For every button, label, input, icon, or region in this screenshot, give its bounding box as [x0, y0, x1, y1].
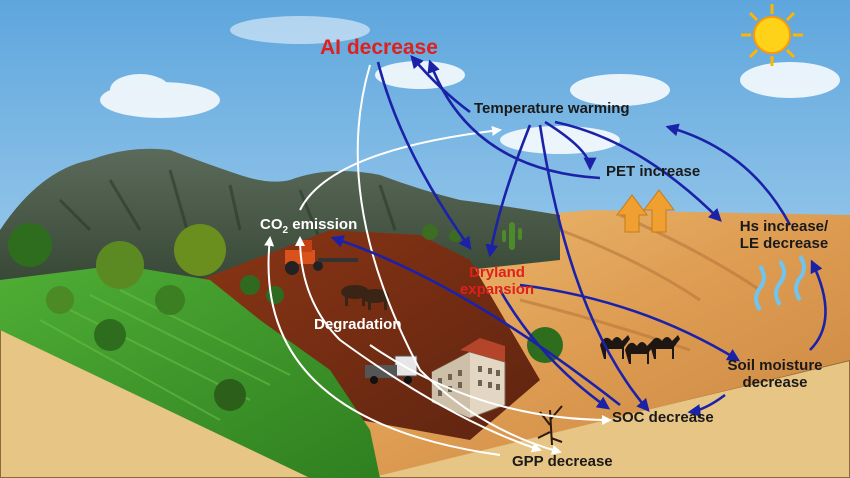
dead-tree-icon: [537, 405, 563, 446]
label-hs-increase: Hs increase/: [739, 218, 829, 235]
co2-prefix: CO: [260, 216, 283, 233]
camel-caravan-icon: [600, 335, 680, 364]
label-expansion: expansion: [459, 281, 535, 299]
label-temperature-warming: Temperature warming: [474, 100, 630, 117]
label-co2-emission: CO2 emission: [260, 216, 357, 237]
label-hs-le: Hs increase/ LE decrease: [728, 218, 840, 253]
arrow-soc-to-co2: [330, 235, 621, 407]
label-soil-moisture-decrease: Soil moisture decrease: [720, 357, 830, 392]
label-soil-moisture: Soil moisture: [727, 357, 823, 374]
arrow-gpp-to-co2: [264, 236, 501, 456]
mountain-ridges: [58, 169, 397, 241]
arrow-dryland-to-soil: [519, 283, 741, 362]
white-arrows: [264, 64, 612, 456]
trees: [8, 223, 563, 411]
arrow-soil-to-soc: [687, 393, 726, 418]
heat-arrows: [616, 189, 675, 233]
arrow-ai-to-dryland: [376, 61, 472, 251]
blue-arrows: [330, 55, 827, 418]
green-field: [0, 265, 380, 478]
arrow-temp-to-dryland: [485, 124, 532, 258]
label-dryland: Dryland: [469, 264, 525, 281]
arrow-ai-to-gpp: [356, 64, 562, 455]
arrow-degradation-to-gpp: [339, 339, 542, 453]
clouds: [100, 16, 840, 154]
sun-icon: [741, 4, 803, 66]
arrow-pet-to-ai: [427, 59, 601, 180]
co2-suffix: emission: [288, 216, 358, 233]
field-rows: [39, 289, 291, 421]
plough-animals-icon: [341, 285, 389, 310]
co2-subscript: 2: [282, 225, 289, 236]
arrow-temp-to-pet: [544, 120, 597, 171]
arrow-degradation-to-co2: [295, 236, 341, 341]
label-soc-decrease: SOC decrease: [612, 409, 714, 426]
label-degradation: Degradation: [314, 316, 402, 333]
arrow-degradation-to-soc: [369, 344, 612, 425]
arrow-dryland-to-soc: [498, 289, 611, 410]
label-le-decrease: LE decrease: [739, 235, 829, 253]
label-ai-decrease: AI decrease: [320, 36, 438, 59]
arrow-soil-to-hs: [809, 259, 827, 351]
label-gpp-decrease: GPP decrease: [512, 453, 613, 470]
label-dryland-expansion: Dryland expansion: [452, 264, 542, 299]
cactus-icon: [502, 222, 522, 250]
arrow-hs-to-temp: [665, 123, 792, 226]
label-soil-decrease: decrease: [742, 374, 808, 392]
label-pet-increase: PET increase: [606, 163, 701, 180]
sensible-heat-arrows: [754, 254, 806, 312]
arrow-temp-to-hs: [554, 120, 722, 222]
arrow-co2-to-temperature: [299, 125, 502, 211]
arrow-temp-to-soc: [538, 124, 650, 412]
